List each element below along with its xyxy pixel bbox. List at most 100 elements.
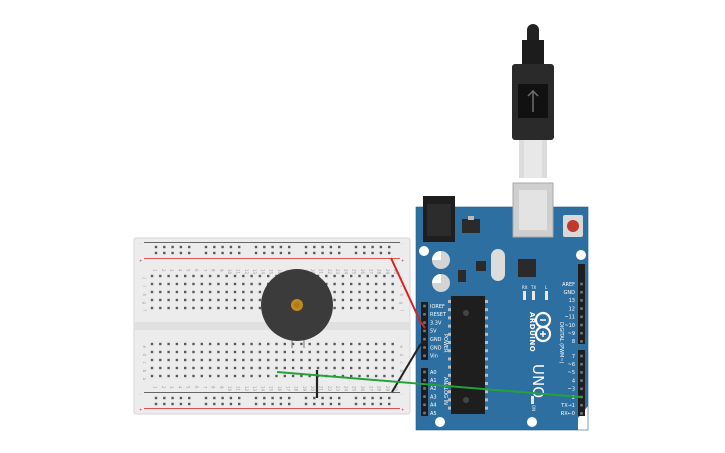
breadboard-hole[interactable] (208, 290, 212, 294)
breadboard-hole[interactable] (225, 374, 228, 378)
breadboard-hole[interactable] (150, 366, 154, 370)
breadboard-hole[interactable] (217, 306, 220, 310)
rail-hole[interactable] (354, 245, 358, 249)
breadboard-hole[interactable] (383, 366, 386, 370)
rail-hole[interactable] (363, 245, 366, 249)
breadboard-hole[interactable] (275, 358, 278, 362)
breadboard-hole[interactable] (200, 282, 203, 286)
breadboard-hole[interactable] (358, 366, 361, 370)
breadboard-hole[interactable] (391, 366, 394, 370)
breadboard-hole[interactable] (250, 374, 253, 378)
breadboard-hole[interactable] (159, 374, 162, 378)
breadboard-hole[interactable] (192, 290, 195, 294)
rail-hole[interactable] (188, 245, 191, 249)
rail-hole[interactable] (204, 251, 208, 255)
rail-hole[interactable] (188, 402, 191, 406)
breadboard-hole[interactable] (208, 298, 212, 302)
digital-pin-socket[interactable] (580, 412, 583, 415)
breadboard-hole[interactable] (159, 342, 162, 346)
breadboard-hole[interactable] (358, 350, 361, 354)
breadboard-hole[interactable] (167, 290, 170, 294)
breadboard-hole[interactable] (325, 366, 328, 370)
rail-hole[interactable] (329, 402, 333, 406)
breadboard-hole[interactable] (184, 358, 187, 362)
rail-hole[interactable] (304, 402, 308, 406)
rail-hole[interactable] (371, 402, 374, 406)
breadboard-hole[interactable] (159, 366, 162, 370)
breadboard-hole[interactable] (233, 374, 237, 378)
breadboard-hole[interactable] (175, 358, 179, 362)
rail-hole[interactable] (313, 396, 316, 400)
rail-hole[interactable] (321, 251, 324, 255)
breadboard-hole[interactable] (383, 282, 386, 286)
breadboard-hole[interactable] (208, 358, 212, 362)
breadboard-hole[interactable] (383, 298, 386, 302)
wire-black-gnd[interactable] (391, 340, 426, 393)
breadboard-hole[interactable] (233, 358, 237, 362)
breadboard-hole[interactable] (350, 282, 353, 286)
breadboard-hole[interactable] (283, 342, 286, 346)
breadboard-hole[interactable] (242, 350, 245, 354)
breadboard-hole[interactable] (233, 350, 237, 354)
breadboard-hole[interactable] (316, 342, 320, 346)
breadboard-hole[interactable] (267, 358, 270, 362)
breadboard-hole[interactable] (333, 282, 336, 286)
breadboard-hole[interactable] (350, 358, 353, 362)
rail-hole[interactable] (163, 251, 166, 255)
breadboard-hole[interactable] (159, 358, 162, 362)
breadboard-hole[interactable] (275, 342, 278, 346)
breadboard-hole[interactable] (391, 350, 394, 354)
breadboard-hole[interactable] (217, 350, 220, 354)
breadboard-hole[interactable] (291, 366, 295, 370)
digital-pin-socket[interactable] (580, 323, 583, 327)
breadboard-hole[interactable] (325, 282, 328, 286)
breadboard-hole[interactable] (250, 306, 253, 310)
breadboard-hole[interactable] (175, 366, 179, 370)
breadboard-hole[interactable] (225, 350, 228, 354)
breadboard-hole[interactable] (308, 374, 311, 378)
breadboard-hole[interactable] (366, 282, 369, 286)
breadboard-hole[interactable] (341, 350, 345, 354)
digital-pin-socket[interactable] (580, 395, 583, 399)
rail-hole[interactable] (371, 396, 374, 400)
rail-hole[interactable] (229, 402, 233, 406)
breadboard-hole[interactable] (300, 350, 303, 354)
breadboard-hole[interactable] (350, 374, 353, 378)
breadboard-hole[interactable] (316, 366, 320, 370)
rail-hole[interactable] (371, 245, 374, 249)
breadboard-hole[interactable] (233, 306, 237, 310)
breadboard-hole[interactable] (341, 274, 345, 278)
breadboard-hole[interactable] (374, 374, 378, 378)
breadboard-hole[interactable] (374, 274, 378, 278)
rail-hole[interactable] (254, 251, 258, 255)
breadboard-hole[interactable] (167, 342, 170, 346)
breadboard-hole[interactable] (225, 290, 228, 294)
breadboard-hole[interactable] (233, 366, 237, 370)
breadboard-hole[interactable] (233, 342, 237, 346)
breadboard-hole[interactable] (358, 282, 361, 286)
rail-hole[interactable] (254, 396, 258, 400)
rail-hole[interactable] (179, 402, 183, 406)
breadboard-hole[interactable] (366, 366, 369, 370)
rail-hole[interactable] (263, 251, 266, 255)
breadboard-hole[interactable] (150, 306, 154, 310)
breadboard-hole[interactable] (200, 350, 203, 354)
power-jack[interactable] (423, 196, 455, 242)
rail-hole[interactable] (321, 402, 324, 406)
breadboard-hole[interactable] (242, 366, 245, 370)
usb-cable[interactable] (512, 24, 554, 178)
breadboard-hole[interactable] (283, 374, 286, 378)
rail-hole[interactable] (304, 245, 308, 249)
breadboard-hole[interactable] (333, 366, 336, 370)
rail-hole[interactable] (204, 396, 208, 400)
breadboard-hole[interactable] (316, 350, 320, 354)
breadboard-hole[interactable] (184, 274, 187, 278)
power-pin-socket[interactable] (423, 304, 426, 308)
rail-hole[interactable] (321, 396, 324, 400)
rail-hole[interactable] (271, 245, 274, 249)
breadboard-hole[interactable] (275, 366, 278, 370)
power-pin-socket[interactable] (423, 329, 426, 333)
breadboard-hole[interactable] (192, 298, 195, 302)
breadboard-hole[interactable] (333, 274, 336, 278)
